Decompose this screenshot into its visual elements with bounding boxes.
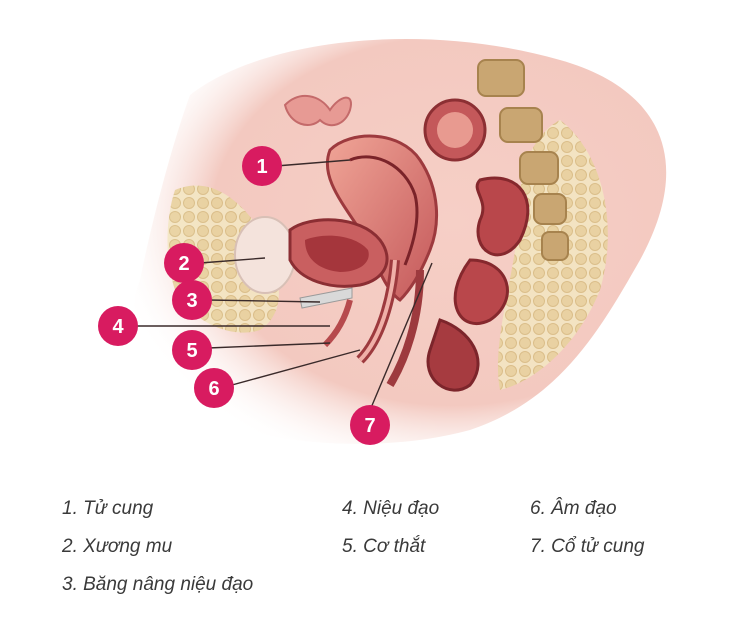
legend-item-6: 6. Âm đạo xyxy=(530,498,617,519)
legend-item-3: 3. Băng nâng niệu đạo xyxy=(62,574,254,595)
callout-7-number: 7 xyxy=(364,415,375,437)
legend-item-4: 4. Niệu đạo xyxy=(342,498,440,519)
callout-2-number: 2 xyxy=(178,253,189,275)
callout-7: 7 xyxy=(350,405,390,445)
callout-3: 3 xyxy=(172,280,212,320)
callout-4-number: 4 xyxy=(112,316,124,338)
callout-1: 1 xyxy=(242,146,282,186)
leader-lines xyxy=(135,159,433,416)
callout-6: 6 xyxy=(194,368,234,408)
callout-4: 4 xyxy=(98,306,138,346)
callout-2: 2 xyxy=(164,243,204,283)
legend-item-7: 7. Cổ tử cung xyxy=(530,536,645,557)
ovary-tube xyxy=(283,95,352,127)
pelvic-canals xyxy=(322,259,424,388)
legend-column-3: 6. Âm đạo 7. Cổ tử cung xyxy=(530,490,645,566)
legend-item-1: 1. Tử cung xyxy=(62,498,154,519)
callout-5-number: 5 xyxy=(186,340,197,362)
legend-column-1: 1. Tử cung 2. Xương mu 3. Băng nâng niệu… xyxy=(62,490,253,604)
callout-1-number: 1 xyxy=(256,156,267,178)
pubic-bone xyxy=(234,216,296,294)
bowel xyxy=(423,98,530,392)
legend-column-2: 4. Niệu đạo 5. Cơ thắt xyxy=(342,490,439,566)
anatomy-illustration: 1 2 3 4 5 6 7 xyxy=(98,38,667,445)
legend: 1. Tử cung 2. Xương mu 3. Băng nâng niệu… xyxy=(0,490,750,610)
bladder xyxy=(288,218,389,288)
callout-3-number: 3 xyxy=(186,290,197,312)
callout-6-number: 6 xyxy=(208,378,219,400)
legend-item-2: 2. Xương mu xyxy=(62,536,173,557)
urethral-sling xyxy=(299,287,353,309)
legend-item-5: 5. Cơ thắt xyxy=(342,536,426,557)
callout-5: 5 xyxy=(172,330,212,370)
sacrum-bones xyxy=(477,59,569,261)
